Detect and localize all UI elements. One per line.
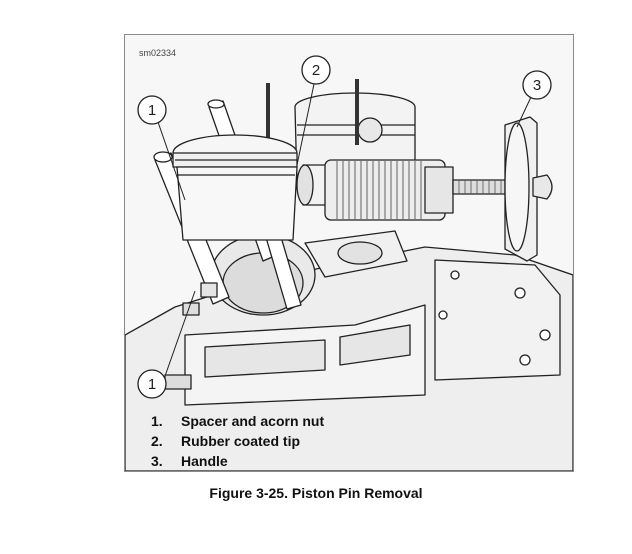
callout-3: 3 (533, 77, 541, 94)
piston-pin-removal-illustration: 1 1 2 3 (125, 55, 573, 471)
legend-item: 3. Handle (151, 451, 324, 471)
legend-item: 1. Spacer and acorn nut (151, 411, 324, 431)
legend-number: 3. (151, 453, 163, 469)
legend-text: Spacer and acorn nut (181, 413, 325, 429)
figure-id-label: sm02334 (139, 48, 177, 58)
legend-item: 2. Rubber coated tip (151, 431, 324, 451)
figure-caption: Figure 3-25. Piston Pin Removal (209, 485, 423, 501)
callout-1-top: 1 (148, 102, 156, 119)
legend-text: Rubber coated tip (181, 433, 301, 449)
figure-frame: sm02334 (124, 34, 574, 472)
legend-text: Handle (181, 453, 228, 469)
callout-2: 2 (312, 62, 320, 79)
figure-legend: 1. Spacer and acorn nut 2. Rubber coated… (151, 411, 324, 471)
callout-1-bottom: 1 (148, 376, 156, 393)
legend-number: 1. (151, 413, 163, 429)
legend-number: 2. (151, 433, 163, 449)
